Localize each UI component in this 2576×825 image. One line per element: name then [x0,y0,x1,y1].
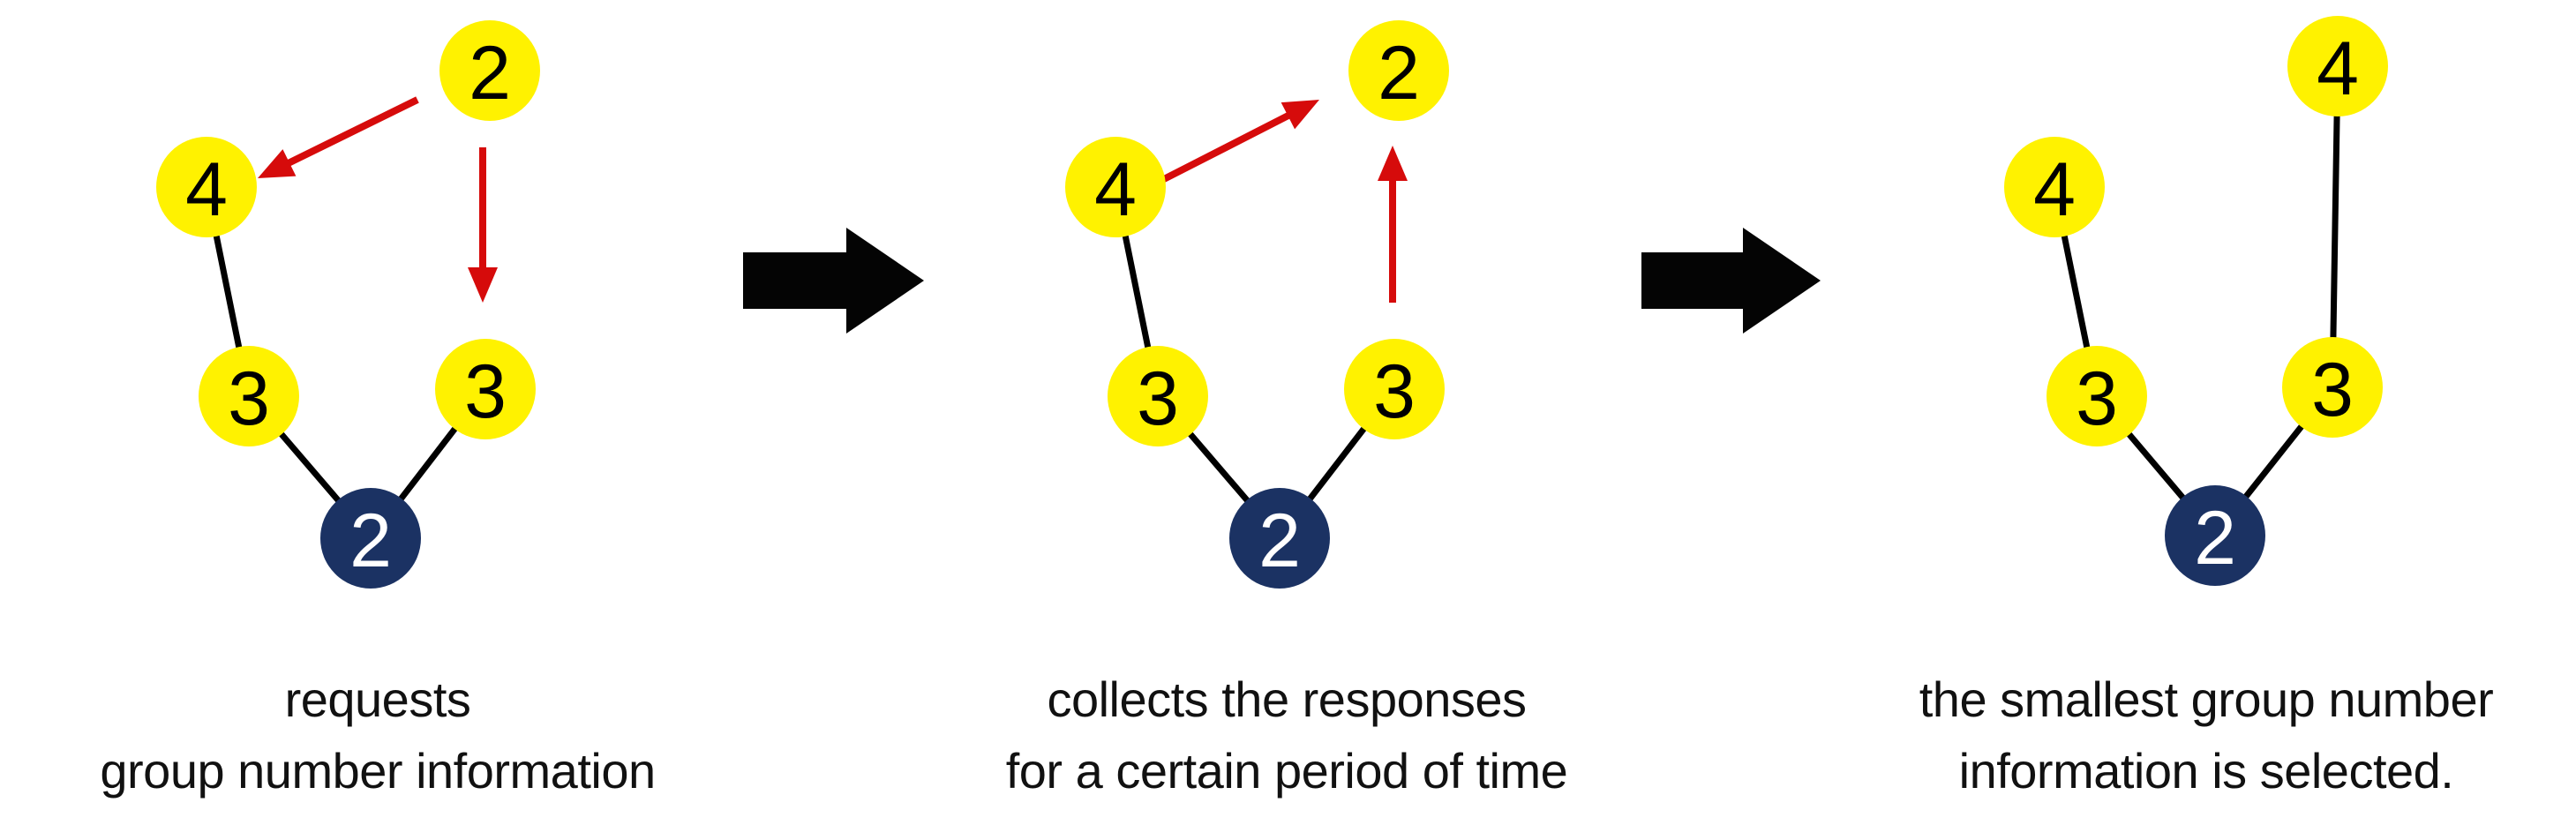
message-arrow-shaft [1159,108,1299,184]
node-label: 4 [2317,26,2359,111]
caption-line-2: for a certain period of time [1006,743,1568,799]
node-circle-yellow [1344,339,1445,439]
graph-node[interactable]: 4 [2004,137,2105,237]
graph-edge [2061,229,2091,354]
node-circle-yellow [1065,137,1166,237]
graph-node[interactable]: 3 [1344,339,1445,439]
graph-edge [1122,229,1152,354]
node-circle-yellow [2047,346,2147,446]
node-label: 2 [2194,496,2236,581]
graph-node[interactable]: 4 [156,137,257,237]
caption-line-2: group number information [100,743,655,799]
graph-edge [213,229,243,354]
graph-edge [395,423,461,505]
node-circle-yellow [2282,337,2383,438]
step-arrows-layer [743,228,1821,334]
node-circle-navy [320,488,421,589]
node-circle-yellow [2287,16,2388,116]
graph-node[interactable]: 3 [199,346,299,446]
node-circle-yellow [435,339,536,439]
graph-node[interactable]: 3 [2047,346,2147,446]
graph-edge [275,428,344,506]
graph-edge [2123,428,2189,504]
graph-edges-layer [213,109,2340,506]
node-circle-yellow [1108,346,1208,446]
caption-line-1: collects the responses [1047,671,1526,727]
node-label: 3 [1137,356,1179,441]
graph-edge [2241,421,2307,502]
graph-edge [1184,428,1253,506]
node-label: 4 [185,147,228,232]
node-circle-yellow [1348,20,1449,121]
graph-node[interactable]: 3 [1108,346,1208,446]
graph-node[interactable]: 2 [2165,485,2265,586]
graph-edge [2330,109,2340,344]
step-arrow-icon [1641,228,1821,334]
captions-layer: requests group number information collects… [100,671,2493,799]
node-circle-yellow [2004,137,2105,237]
node-circle-yellow [199,346,299,446]
graph-edge [1304,423,1370,505]
node-label: 2 [469,31,511,116]
node-label: 3 [2311,348,2354,432]
node-label: 4 [1094,147,1137,232]
node-label: 4 [2033,147,2076,232]
node-label: 2 [349,499,392,583]
node-circle-yellow [156,137,257,237]
message-arrow-head [1378,146,1408,181]
graph-node[interactable]: 2 [1229,488,1330,589]
graph-node[interactable]: 2 [1348,20,1449,121]
node-label: 3 [464,349,507,434]
graph-node[interactable]: 3 [435,339,536,439]
graph-node[interactable]: 2 [439,20,540,121]
message-arrow-head [258,149,297,178]
node-label: 2 [1258,499,1301,583]
node-circle-navy [1229,488,1330,589]
node-label: 3 [228,356,270,441]
step-arrow-icon [743,228,924,334]
node-label: 3 [1373,349,1416,434]
message-arrows-layer [258,96,1408,303]
node-circle-navy [2165,485,2265,586]
graph-node[interactable]: 4 [2287,16,2388,116]
caption-line-2: information is selected. [1959,743,2454,799]
graph-node[interactable]: 3 [2282,337,2383,438]
graph-node[interactable]: 4 [1065,137,1166,237]
node-label: 3 [2076,356,2118,441]
caption-line-1: the smallest group number [1919,671,2494,727]
node-label: 2 [1378,31,1420,116]
node-circle-yellow [439,20,540,121]
message-arrow-shaft [279,96,419,170]
message-arrow-head [468,267,498,303]
graph-node[interactable]: 2 [320,488,421,589]
caption-line-1: requests [285,671,471,727]
message-arrow-head [1280,100,1319,130]
